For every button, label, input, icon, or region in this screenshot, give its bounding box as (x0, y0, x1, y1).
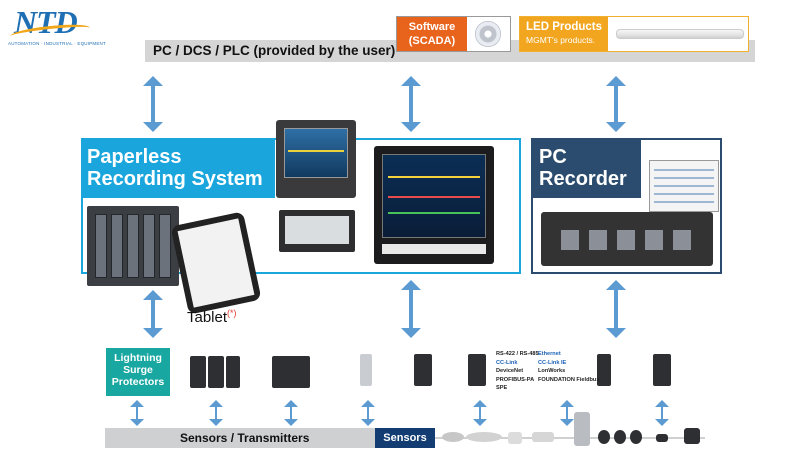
data-logger-icon (541, 212, 713, 266)
arrow-host-to-paperless-right (401, 76, 421, 132)
recorder-unit-icon (276, 120, 356, 198)
led-tag: LED Products MGMT's products. (520, 17, 608, 51)
sensors-tag: Sensors (375, 428, 435, 448)
logo-tagline: AUTOMATION · INDUSTRIAL · EQUIPMENT (8, 41, 106, 46)
software-tag: Software (SCADA) (397, 17, 467, 51)
surge-protector-3-icon (226, 356, 240, 388)
arrow-sensor-7 (655, 400, 669, 426)
lightning-surge-protectors-tag: Lightning Surge Protectors (106, 348, 170, 396)
pc-recorder-panel: PC Recorder (531, 138, 722, 274)
protocol-ethernet: Ethernet (538, 351, 561, 357)
paperless-recording-panel: Paperless Recording System (81, 120, 521, 315)
arrow-sensor-4 (361, 400, 375, 426)
arrow-pc-recorder-to-field (606, 280, 626, 338)
clamp-sensor-1-icon (598, 430, 610, 444)
lightning-line1: Lightning (114, 352, 162, 364)
arrow-host-to-paperless-left (143, 76, 163, 132)
protocol-list-right: Ethernet CC-Link IE LonWorks FOUNDATION … (538, 350, 599, 384)
sensor-connection-line (435, 437, 705, 439)
paperless-title-line1: Paperless (87, 146, 182, 168)
sensors-transmitters-label: Sensors / Transmitters (180, 431, 310, 445)
pc-recorder-title-line2: Recorder (539, 168, 627, 190)
protocol-lonworks: LonWorks (538, 368, 566, 375)
arrow-paperless-to-field-left (143, 290, 163, 338)
led-title: LED Products (526, 21, 603, 33)
coil-sensor-icon (442, 432, 464, 442)
protocol-devicenet: DeviceNet (496, 368, 524, 375)
led-subtitle: MGMT's products. (526, 35, 596, 45)
arrow-sensor-5 (473, 400, 487, 426)
lightning-line2: Surge (123, 364, 153, 376)
arrow-paperless-to-field-right (401, 280, 421, 338)
protocol-foundation-fieldbus: FOUNDATION Fieldbus (538, 376, 600, 383)
lightning-line3: Protectors (111, 376, 165, 388)
io-rack-icon (87, 206, 179, 286)
bracket-sensor-icon (684, 428, 700, 444)
arrow-sensor-2 (209, 400, 223, 426)
tablet-icon (170, 211, 262, 315)
cd-disc-icon (475, 21, 501, 47)
protocol-list-left: RS-422 / RS-485 CC-Link DeviceNet PROFIB… (496, 350, 539, 393)
surge-protector-9-icon (653, 354, 671, 386)
load-cell-icon (574, 412, 590, 446)
large-recorder-icon (374, 146, 494, 264)
protocol-cc-link: CC-Link (496, 359, 518, 366)
tablet-label-text: Tablet (187, 309, 228, 326)
surge-protector-2-icon (208, 356, 224, 388)
sensors-transmitters-bar: Sensors / Transmitters (105, 428, 375, 448)
small-sensor-icon (656, 434, 668, 442)
clamp-sensor-2-icon (614, 430, 626, 444)
protector-devices-row (170, 348, 710, 396)
clamp-sensor-3-icon (630, 430, 642, 444)
arrow-host-to-pc-recorder (606, 76, 626, 132)
software-label-line1: Software (408, 21, 456, 33)
surge-protector-7-icon (468, 354, 486, 386)
surge-protector-5-icon (360, 354, 372, 386)
arrow-sensor-3 (284, 400, 298, 426)
tablet-note: (*) (227, 308, 237, 318)
paperless-title: Paperless Recording System (81, 138, 275, 198)
protocol-rs422: RS-422 / RS-485 (496, 351, 539, 357)
arrow-sensor-6 (560, 400, 574, 426)
host-systems-label: PC / DCS / PLC (provided by the user) (153, 43, 396, 58)
surge-protector-8-icon (597, 354, 611, 386)
block-sensor-icon (532, 432, 554, 442)
protocol-cc-link-ie: CC-Link IE (538, 359, 567, 366)
software-scada-box: Software (SCADA) (396, 16, 511, 52)
led-tube-icon (616, 29, 744, 39)
protocol-spe: SPE (496, 385, 508, 392)
paperless-title-line2: Recording System (87, 168, 263, 190)
cable-sensor-icon (466, 432, 502, 442)
surge-protector-6-icon (414, 354, 432, 386)
surge-protector-1-icon (190, 356, 206, 388)
logo-mark: NTD (14, 4, 78, 40)
led-products-box: LED Products MGMT's products. (519, 16, 749, 52)
pc-recorder-title: PC Recorder (531, 138, 641, 198)
panel-meter-icon (279, 210, 355, 252)
software-label-line2: (SCADA) (408, 35, 456, 47)
tablet-label: Tablet(*) (187, 308, 237, 326)
surge-protector-4-icon (272, 356, 310, 388)
protocol-profibus: PROFIBUS-PA (496, 376, 535, 383)
pc-recorder-title-line1: PC (539, 146, 567, 168)
ntd-logo: NTD AUTOMATION · INDUSTRIAL · EQUIPMENT (6, 4, 106, 50)
arrow-sensor-1 (130, 400, 144, 426)
pc-screen-icon (649, 160, 719, 212)
probe-sensor-icon (508, 432, 522, 444)
